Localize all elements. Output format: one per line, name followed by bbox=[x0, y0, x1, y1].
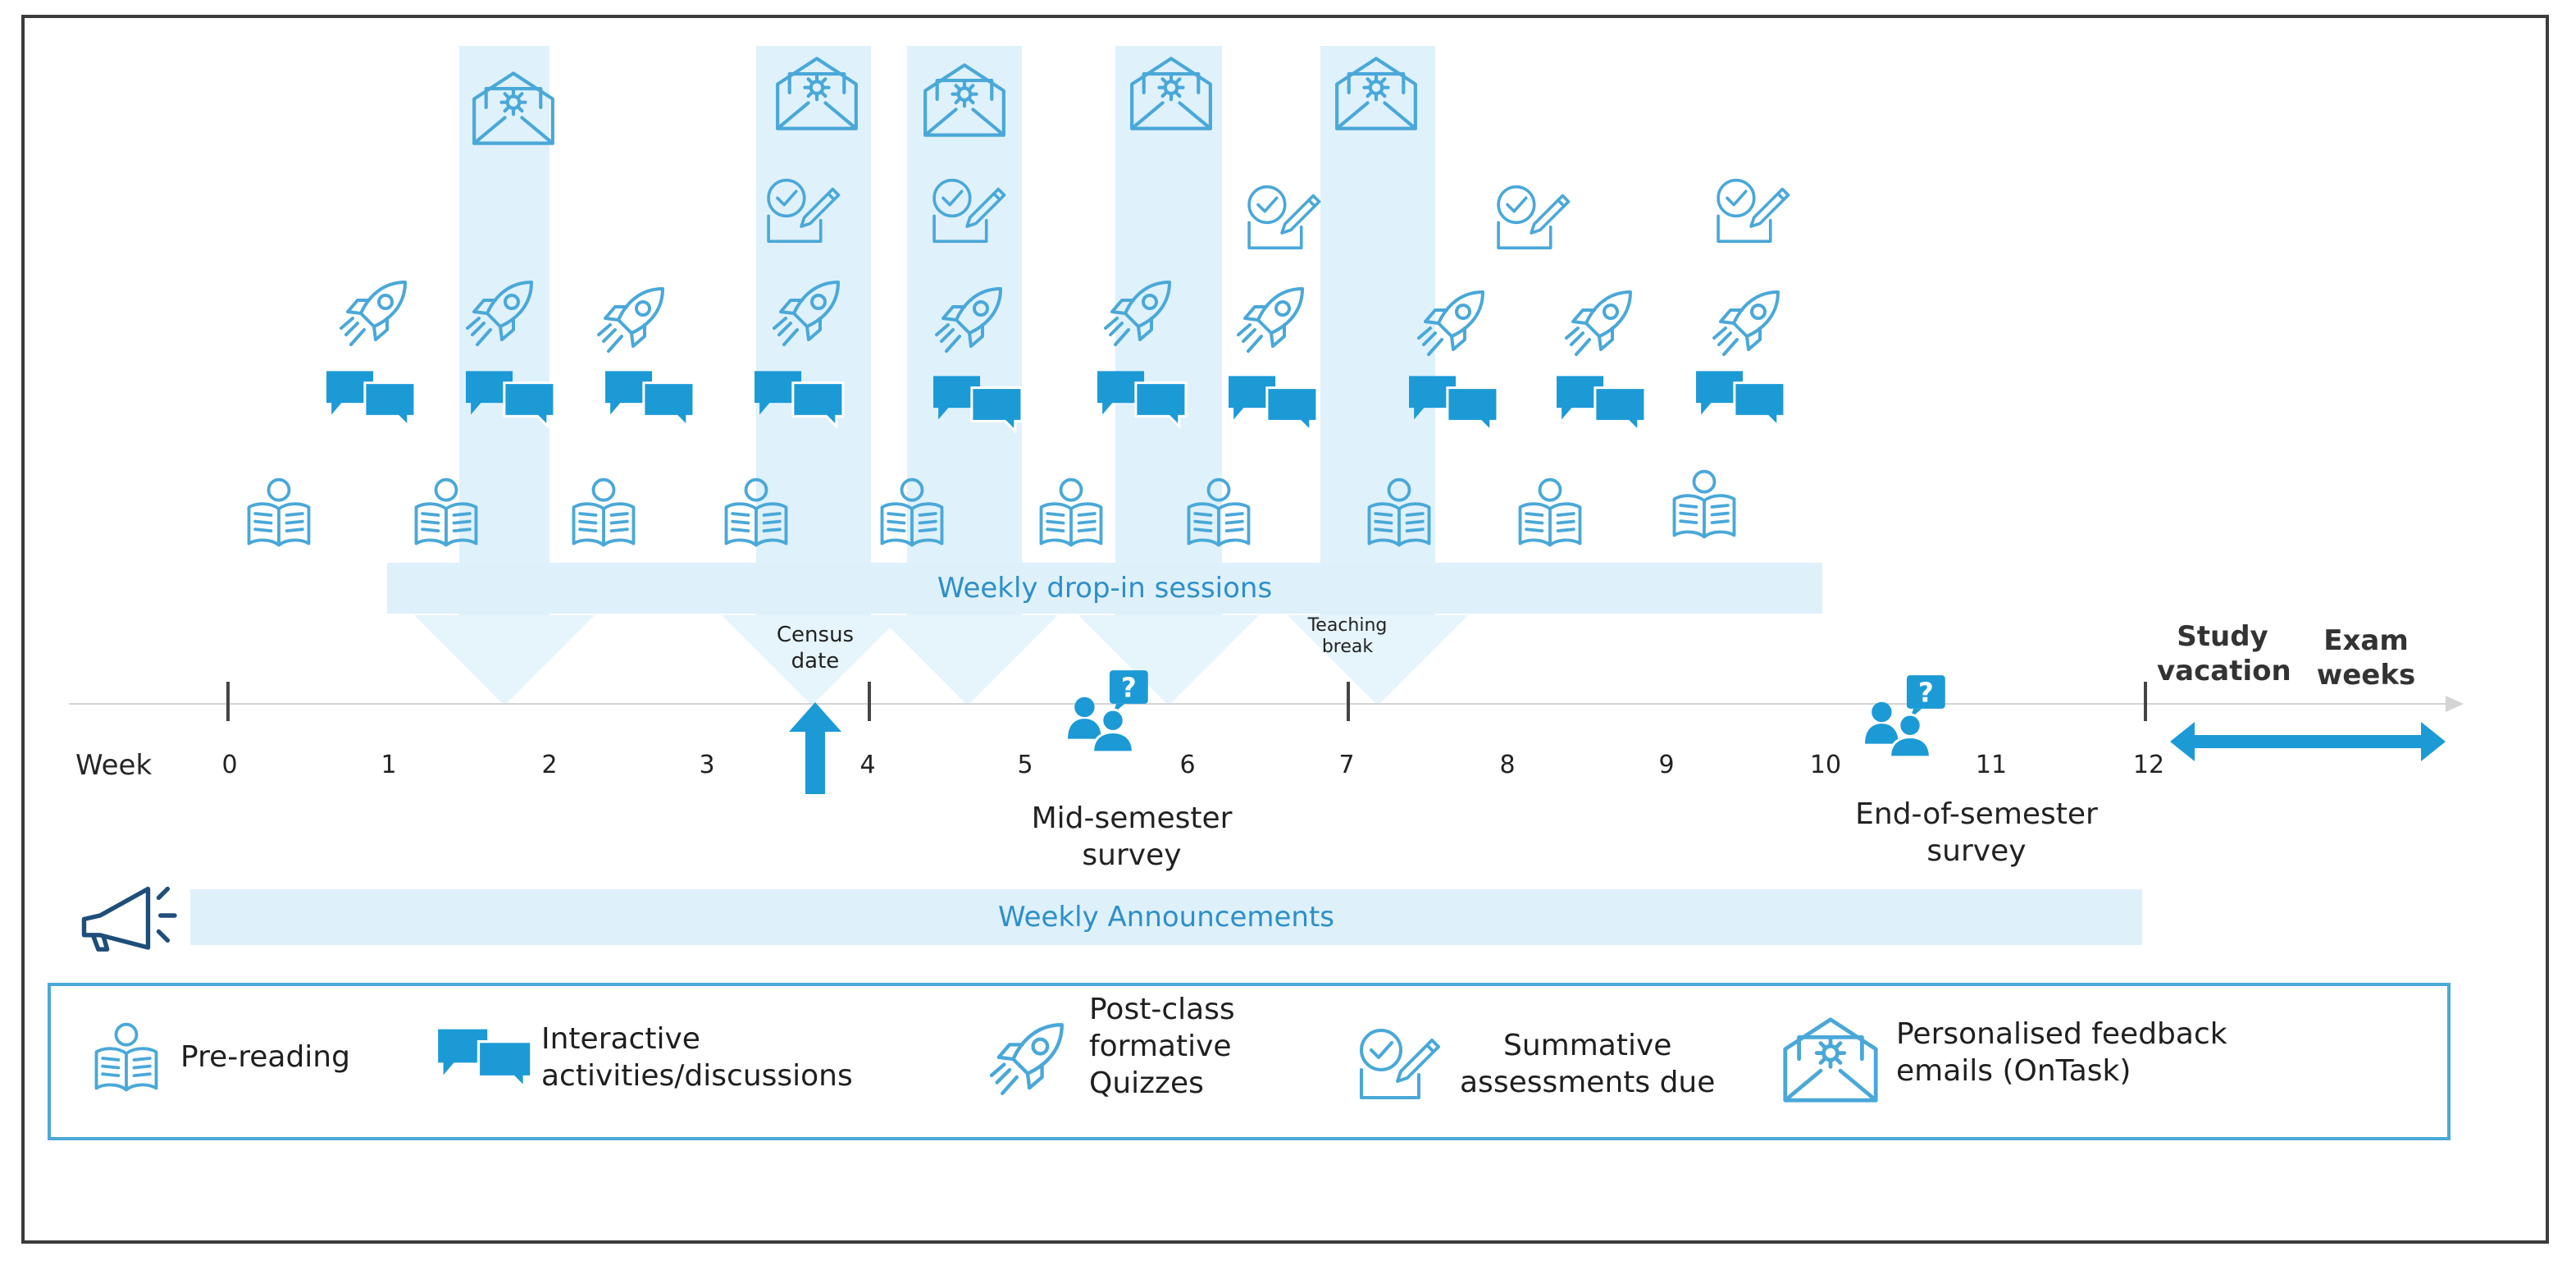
legend-pre-reading: Pre-reading bbox=[180, 1040, 350, 1074]
legend-quizzes: Post-class formative Quizzes bbox=[1089, 993, 1235, 1100]
week-number: 4 bbox=[859, 751, 876, 779]
chat-bubbles-icon bbox=[932, 374, 1024, 433]
checklist-pencil-icon bbox=[1491, 179, 1573, 254]
legend-summative: Summative assessments due bbox=[1460, 1029, 1716, 1099]
checklist-pencil-icon bbox=[1353, 1022, 1443, 1104]
rocket-icon bbox=[1097, 272, 1179, 354]
chat-bubbles-icon bbox=[604, 369, 695, 428]
reader-icon bbox=[1663, 466, 1745, 545]
checklist-pencil-icon bbox=[1242, 179, 1324, 254]
timeline-arrowhead bbox=[2446, 696, 2464, 712]
exam-weeks-label: Exam weeks bbox=[2316, 624, 2416, 692]
rocket-icon bbox=[1230, 279, 1312, 361]
mid-semester-survey-icon bbox=[1066, 668, 1158, 753]
rocket-icon bbox=[766, 272, 848, 354]
week-column-7 bbox=[1320, 46, 1435, 620]
rocket-icon bbox=[333, 272, 415, 354]
axis-tick-week-0 bbox=[226, 682, 230, 721]
chat-bubbles-icon bbox=[325, 369, 417, 428]
reader-icon bbox=[563, 474, 645, 553]
rocket-icon bbox=[1558, 282, 1640, 364]
feedback-envelope-icon bbox=[471, 69, 556, 148]
week-number: 11 bbox=[1975, 751, 2008, 779]
column-pointer bbox=[414, 615, 595, 706]
timeline-axis bbox=[69, 703, 2447, 705]
rocket-icon bbox=[1706, 282, 1788, 364]
feedback-envelope-icon bbox=[1781, 1016, 1880, 1104]
chat-bubbles-icon bbox=[436, 1027, 533, 1089]
reader-icon bbox=[405, 474, 487, 553]
week-number: 8 bbox=[1499, 751, 1516, 779]
chat-bubbles-icon bbox=[1694, 369, 1786, 428]
week-number: 7 bbox=[1338, 751, 1355, 779]
reader-icon bbox=[1509, 474, 1591, 553]
week-number: 9 bbox=[1658, 751, 1675, 779]
reader-icon bbox=[715, 474, 797, 553]
axis-tick-week-12 bbox=[2144, 682, 2147, 721]
end-semester-survey-icon bbox=[1863, 673, 1955, 758]
census-date-label: Census date bbox=[776, 623, 855, 674]
reader-icon bbox=[1030, 474, 1112, 553]
announcements-label: Weekly Announcements bbox=[997, 901, 1335, 934]
diagram-frame bbox=[21, 15, 2549, 1244]
drop-in-sessions-band: Weekly drop-in sessions bbox=[387, 563, 1822, 614]
legend-feedback: Personalised feedback emails (OnTask) bbox=[1896, 1017, 2227, 1088]
checklist-pencil-icon bbox=[1711, 172, 1793, 248]
week-number: 6 bbox=[1179, 751, 1196, 779]
census-arrow-icon bbox=[789, 702, 841, 794]
reader-icon bbox=[85, 1019, 167, 1098]
chat-bubbles-icon bbox=[1227, 374, 1319, 433]
chat-bubbles-icon bbox=[464, 369, 556, 428]
week-number: 5 bbox=[1017, 751, 1033, 779]
feedback-envelope-icon bbox=[1128, 54, 1214, 133]
checklist-pencil-icon bbox=[761, 172, 843, 248]
announcements-band: Weekly Announcements bbox=[190, 889, 2142, 945]
chat-bubbles-icon bbox=[1096, 369, 1188, 428]
chat-bubbles-icon bbox=[753, 369, 845, 428]
study-vacation-label: Study vacation bbox=[2157, 620, 2291, 687]
chat-bubbles-icon bbox=[1407, 374, 1499, 433]
rocket-icon bbox=[459, 272, 541, 354]
rocket-icon bbox=[928, 279, 1010, 361]
reader-icon bbox=[1358, 474, 1440, 553]
week-number: 0 bbox=[221, 751, 238, 779]
reader-icon bbox=[1178, 474, 1260, 553]
week-number: 3 bbox=[699, 751, 715, 779]
mid-semester-survey-label: Mid-semester survey bbox=[1031, 801, 1233, 872]
rocket-icon bbox=[1411, 282, 1493, 364]
legend-box: Pre-reading Interactive activities/discu… bbox=[48, 983, 2451, 1140]
week-number: 10 bbox=[1809, 751, 1842, 779]
reader-icon bbox=[238, 474, 320, 553]
column-pointer bbox=[1078, 615, 1259, 706]
reader-icon bbox=[871, 474, 953, 553]
chat-bubbles-icon bbox=[1555, 374, 1647, 433]
week-column-4 bbox=[756, 46, 871, 620]
column-pointer bbox=[722, 615, 902, 706]
column-pointer bbox=[878, 615, 1058, 706]
column-pointer bbox=[1288, 615, 1468, 706]
week-number: 12 bbox=[2132, 751, 2165, 779]
axis-tick-week-7 bbox=[1347, 682, 1350, 721]
drop-in-sessions-label: Weekly drop-in sessions bbox=[937, 572, 1273, 605]
week-column-5 bbox=[907, 46, 1022, 620]
feedback-envelope-icon bbox=[774, 54, 859, 133]
axis-tick-week-4 bbox=[868, 682, 871, 721]
teaching-break-label: Teaching break bbox=[1307, 615, 1388, 657]
feedback-envelope-icon bbox=[922, 61, 1007, 139]
week-number: 2 bbox=[541, 751, 558, 779]
megaphone-icon bbox=[79, 879, 185, 952]
checklist-pencil-icon bbox=[927, 172, 1009, 248]
feedback-envelope-icon bbox=[1334, 54, 1419, 133]
week-axis-label: Week bbox=[75, 749, 153, 782]
week-number: 1 bbox=[381, 751, 397, 779]
rocket-icon bbox=[590, 279, 672, 361]
end-semester-survey-label: End-of-semester survey bbox=[1855, 797, 2098, 868]
double-arrow-icon bbox=[2170, 720, 2446, 763]
legend-interactive: Interactive activities/discussions bbox=[541, 1022, 853, 1093]
rocket-icon bbox=[983, 1014, 1073, 1104]
week-column-6 bbox=[1115, 46, 1222, 620]
